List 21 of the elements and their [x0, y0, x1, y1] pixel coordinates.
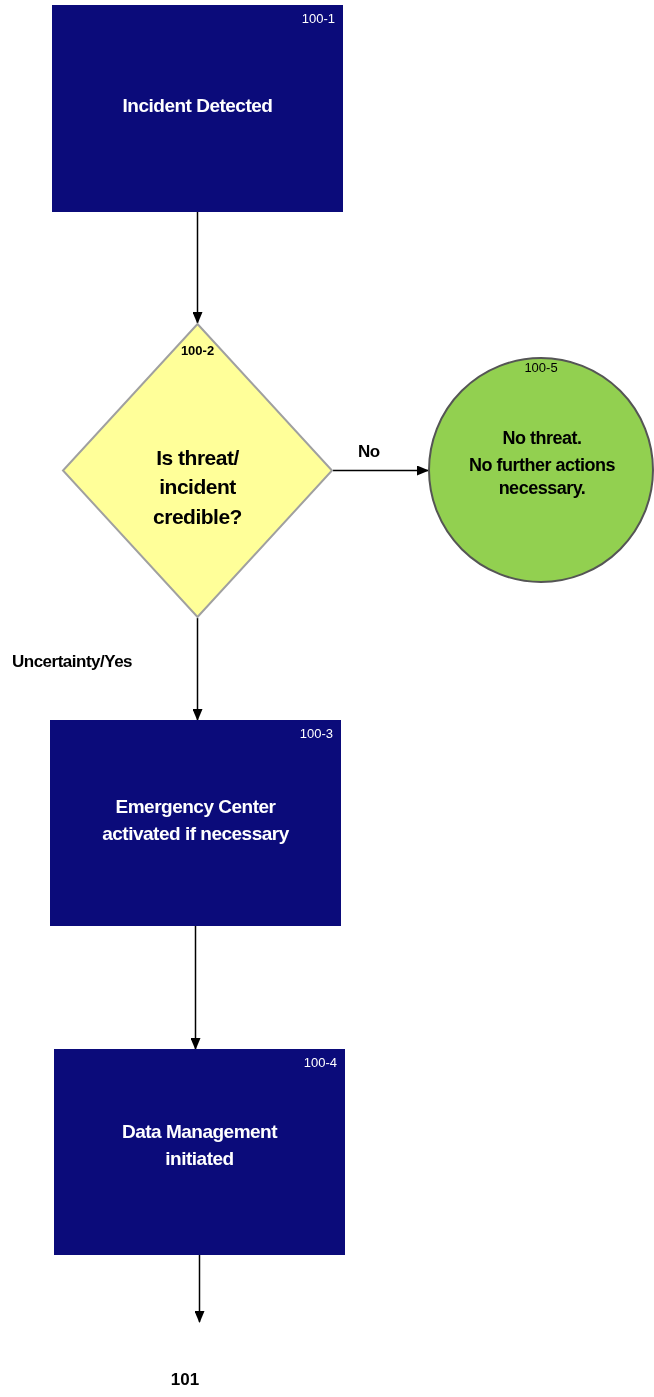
- arrow: [192, 211, 203, 324]
- step-number: 100-4: [303, 1055, 337, 1070]
- step-text: No further actions necessary.: [468, 454, 616, 501]
- arrow: [194, 1254, 205, 1323]
- step-text: Is threat/ incident credible?: [152, 445, 243, 530]
- step-text: Data Management initiated: [120, 1120, 279, 1171]
- edge-label: Uncertainty/Yes: [10, 652, 135, 672]
- step-number: 100-2: [179, 343, 216, 358]
- step-text: Incident Detected: [121, 94, 274, 118]
- step-number: 100-5: [523, 360, 559, 375]
- arrow: [190, 925, 201, 1050]
- process-box: [50, 720, 341, 926]
- reference-number: 101: [169, 1370, 201, 1390]
- process-box: [54, 1049, 345, 1255]
- step-text: Emergency Center activated if necessary: [101, 795, 290, 846]
- process-box: [52, 5, 343, 212]
- arrow: [332, 465, 429, 476]
- arrow: [192, 617, 203, 721]
- step-text: No threat.: [501, 427, 583, 450]
- step-number: 100-1: [301, 11, 335, 26]
- step-number: 100-3: [299, 726, 333, 741]
